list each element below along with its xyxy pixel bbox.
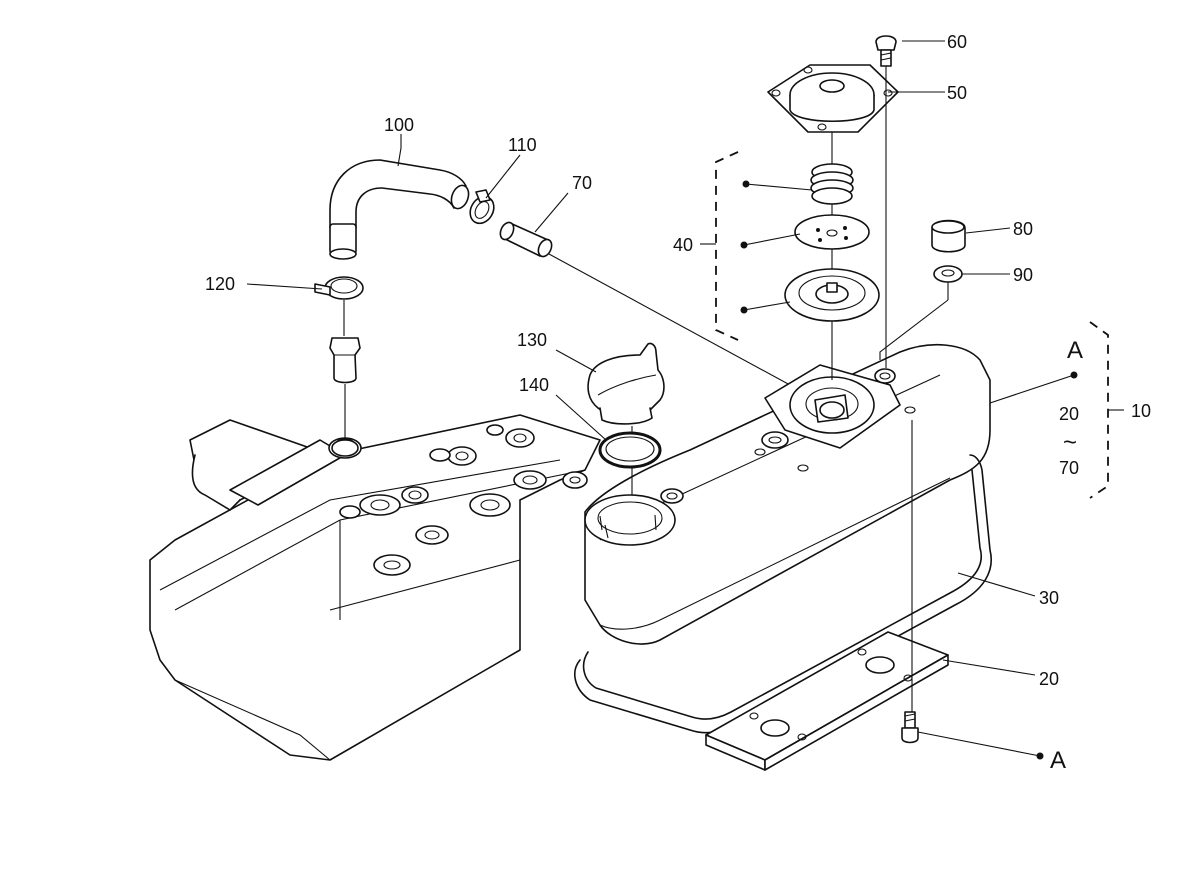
head-bolt-holes xyxy=(339,424,588,576)
label-60: 60 xyxy=(947,32,967,52)
label-30: 30 xyxy=(1039,588,1059,608)
label-120: 120 xyxy=(205,274,235,294)
group-40-bracket xyxy=(715,151,739,341)
o-ring-140 xyxy=(598,431,662,469)
group-40-pointers xyxy=(740,180,813,314)
breather-fitting xyxy=(329,337,361,457)
label-80: 80 xyxy=(1013,219,1033,239)
washer-90 xyxy=(879,265,963,360)
hose-clamp-110 xyxy=(469,189,495,225)
pipe-centerline xyxy=(548,253,791,386)
hose-clamp-120 xyxy=(314,276,364,336)
label-50: 50 xyxy=(947,83,967,103)
label-100: 100 xyxy=(384,115,414,135)
plate-20 xyxy=(705,631,949,771)
range-start-20: 20 xyxy=(1059,404,1079,424)
label-70: 70 xyxy=(572,173,592,193)
breather-cover-50 xyxy=(767,64,899,165)
label-130: 130 xyxy=(517,330,547,350)
cover-gasket-30 xyxy=(574,454,992,734)
label-20: 20 xyxy=(1039,669,1059,689)
oil-filler-cap-130 xyxy=(587,342,665,495)
valve-seat xyxy=(784,268,880,380)
breather-hose-100 xyxy=(329,159,470,260)
label-40: 40 xyxy=(673,235,693,255)
range-end-70: 70 xyxy=(1059,458,1079,478)
screw-60 xyxy=(875,35,897,368)
pipe-70 xyxy=(499,221,553,258)
valve-cover-10 xyxy=(584,343,991,645)
label-90: 90 xyxy=(1013,265,1033,285)
ref-a-bottom: A xyxy=(1050,747,1066,774)
label-140: 140 xyxy=(519,375,549,395)
cap-80 xyxy=(931,219,966,253)
leader-lines xyxy=(246,40,1036,676)
label-10: 10 xyxy=(1131,401,1151,421)
group-10-bracket xyxy=(1089,321,1109,499)
label-110: 110 xyxy=(508,135,537,155)
cylinder-head xyxy=(149,414,601,761)
diaphragm xyxy=(794,214,870,270)
ref-a-top: A xyxy=(1067,337,1083,364)
part-labels: 60 50 80 90 40 100 110 70 120 130 140 30… xyxy=(205,32,1151,774)
range-separator: ~ xyxy=(1063,429,1077,456)
spring xyxy=(810,163,854,218)
bolt xyxy=(901,420,919,744)
